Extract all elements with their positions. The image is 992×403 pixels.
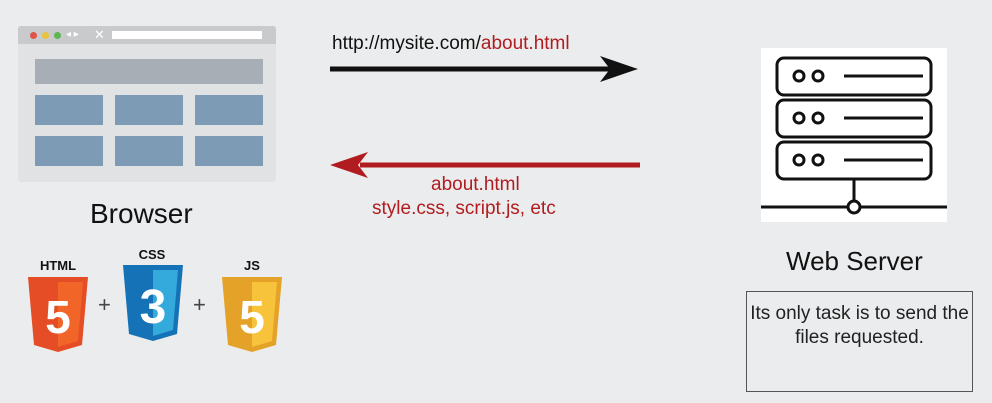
css3-icon: 3	[123, 265, 183, 341]
request-arrow	[330, 56, 638, 82]
close-dot-icon	[30, 32, 37, 39]
js-label: JS	[244, 258, 260, 273]
web-server-label: Web Server	[786, 246, 923, 276]
plus-sign: +	[193, 292, 206, 317]
browser-toolbar: ◂ ▸ ✕	[18, 26, 276, 44]
back-forward-icon: ◂ ▸	[66, 29, 79, 40]
server-icon	[761, 56, 947, 215]
html5-number: 5	[45, 291, 71, 343]
server-icon-background	[761, 48, 947, 222]
server-note: Its only task is to send the files reque…	[746, 291, 973, 392]
css-label: CSS	[138, 247, 166, 262]
minimize-dot-icon	[42, 32, 49, 39]
content-block	[35, 95, 103, 125]
request-url-file: about.html	[480, 33, 570, 54]
js-number: 5	[239, 291, 265, 343]
browser-window-illustration: ◂ ▸ ✕	[18, 26, 276, 182]
html5-icon: 5	[28, 277, 88, 352]
content-block	[195, 136, 263, 166]
response-file: about.html	[431, 174, 520, 195]
request-url: http://mysite.com/about.html	[332, 33, 570, 55]
js-icon: 5	[222, 277, 282, 352]
url-bar	[112, 31, 262, 39]
response-files: style.css, script.js, etc	[372, 198, 556, 219]
header-block	[35, 59, 263, 84]
request-url-prefix: http://mysite.com/	[332, 33, 481, 54]
content-block	[195, 95, 263, 125]
browser-label: Browser	[90, 198, 193, 229]
response-arrow	[330, 152, 640, 178]
close-tab-icon: ✕	[94, 27, 105, 42]
maximize-dot-icon	[54, 32, 61, 39]
css3-number: 3	[140, 281, 167, 334]
content-block	[115, 95, 183, 125]
plus-sign: +	[98, 292, 111, 317]
content-block	[35, 136, 103, 166]
content-block	[115, 136, 183, 166]
html-label: HTML	[39, 258, 77, 273]
